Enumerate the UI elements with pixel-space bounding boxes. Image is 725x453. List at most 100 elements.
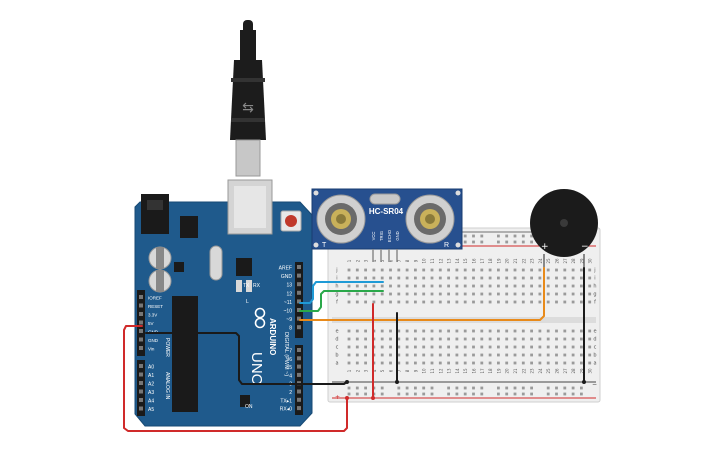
breadboard-hole[interactable] — [497, 345, 500, 349]
breadboard-hole[interactable] — [521, 329, 525, 333]
breadboard-hole[interactable] — [546, 292, 550, 296]
rail-hole[interactable] — [580, 386, 583, 390]
digital-pin[interactable] — [297, 356, 301, 361]
rail-hole[interactable] — [455, 386, 459, 390]
breadboard-hole[interactable] — [571, 268, 575, 272]
breadboard-hole[interactable] — [497, 276, 500, 280]
breadboard-hole[interactable] — [422, 268, 426, 272]
breadboard-hole[interactable] — [497, 284, 500, 288]
rail-hole[interactable] — [480, 386, 484, 390]
breadboard-hole[interactable] — [538, 345, 542, 349]
breadboard-hole[interactable] — [438, 361, 442, 365]
breadboard-hole[interactable] — [555, 361, 558, 365]
breadboard-hole[interactable] — [497, 268, 500, 272]
breadboard-hole[interactable] — [380, 300, 384, 304]
rail-hole[interactable] — [505, 234, 509, 238]
rail-hole[interactable] — [472, 234, 475, 238]
breadboard-hole[interactable] — [380, 337, 384, 341]
breadboard-hole[interactable] — [355, 292, 359, 296]
breadboard-hole[interactable] — [414, 276, 417, 280]
breadboard-hole[interactable] — [521, 284, 525, 288]
breadboard-hole[interactable] — [463, 268, 467, 272]
breadboard-hole[interactable] — [580, 276, 583, 280]
breadboard-hole[interactable] — [422, 353, 426, 357]
power-pin[interactable] — [139, 337, 143, 342]
breadboard-hole[interactable] — [405, 361, 409, 365]
breadboard-hole[interactable] — [463, 300, 467, 304]
breadboard-hole[interactable] — [422, 276, 426, 280]
rail-hole[interactable] — [521, 386, 525, 390]
breadboard-hole[interactable] — [397, 276, 401, 280]
breadboard-hole[interactable] — [355, 300, 359, 304]
breadboard-hole[interactable] — [414, 284, 417, 288]
breadboard-hole[interactable] — [588, 345, 592, 349]
breadboard-hole[interactable] — [546, 268, 550, 272]
digital-pin[interactable] — [297, 406, 301, 411]
breadboard-hole[interactable] — [546, 361, 550, 365]
rail-hole[interactable] — [480, 234, 484, 238]
rail-hole[interactable] — [571, 386, 575, 390]
breadboard-hole[interactable] — [405, 345, 409, 349]
breadboard-hole[interactable] — [538, 284, 542, 288]
breadboard-hole[interactable] — [538, 353, 542, 357]
breadboard-hole[interactable] — [472, 300, 475, 304]
breadboard-hole[interactable] — [455, 268, 459, 272]
breadboard-hole[interactable] — [588, 337, 592, 341]
breadboard-hole[interactable] — [571, 337, 575, 341]
digital-pin[interactable] — [297, 364, 301, 369]
breadboard-hole[interactable] — [447, 276, 450, 280]
breadboard-hole[interactable] — [480, 292, 484, 296]
rail-hole[interactable] — [447, 386, 450, 390]
breadboard-hole[interactable] — [505, 292, 509, 296]
rail-hole[interactable] — [422, 392, 426, 396]
breadboard-hole[interactable] — [372, 268, 376, 272]
breadboard-hole[interactable] — [355, 353, 359, 357]
breadboard-hole[interactable] — [521, 337, 525, 341]
breadboard-hole[interactable] — [355, 337, 359, 341]
rail-hole[interactable] — [530, 386, 533, 390]
breadboard-hole[interactable] — [588, 353, 592, 357]
breadboard-hole[interactable] — [405, 337, 409, 341]
breadboard-hole[interactable] — [530, 268, 533, 272]
breadboard-hole[interactable] — [347, 337, 351, 341]
breadboard-hole[interactable] — [347, 284, 351, 288]
breadboard-hole[interactable] — [555, 276, 558, 280]
breadboard-hole[interactable] — [530, 361, 533, 365]
breadboard-hole[interactable] — [580, 337, 583, 341]
breadboard-hole[interactable] — [472, 268, 475, 272]
breadboard-hole[interactable] — [389, 268, 392, 272]
breadboard-hole[interactable] — [430, 353, 434, 357]
breadboard-hole[interactable] — [513, 361, 517, 365]
breadboard-hole[interactable] — [538, 268, 542, 272]
breadboard-hole[interactable] — [422, 361, 426, 365]
breadboard-hole[interactable] — [455, 284, 459, 288]
breadboard-hole[interactable] — [430, 268, 434, 272]
breadboard-hole[interactable] — [580, 353, 583, 357]
breadboard-hole[interactable] — [430, 337, 434, 341]
breadboard-hole[interactable] — [480, 361, 484, 365]
breadboard-hole[interactable] — [364, 329, 367, 333]
breadboard-hole[interactable] — [397, 337, 401, 341]
breadboard-hole[interactable] — [530, 329, 533, 333]
breadboard-hole[interactable] — [546, 345, 550, 349]
breadboard-hole[interactable] — [555, 268, 558, 272]
breadboard-hole[interactable] — [538, 292, 542, 296]
breadboard-hole[interactable] — [538, 329, 542, 333]
rail-hole[interactable] — [455, 392, 459, 396]
breadboard-hole[interactable] — [505, 276, 509, 280]
breadboard-hole[interactable] — [513, 300, 517, 304]
breadboard-hole[interactable] — [588, 329, 592, 333]
breadboard-hole[interactable] — [488, 284, 492, 288]
breadboard-hole[interactable] — [397, 329, 401, 333]
rail-hole[interactable] — [414, 386, 417, 390]
breadboard-hole[interactable] — [405, 276, 409, 280]
breadboard-hole[interactable] — [571, 353, 575, 357]
power-pin[interactable] — [139, 303, 143, 308]
breadboard-hole[interactable] — [447, 300, 450, 304]
breadboard-hole[interactable] — [430, 345, 434, 349]
breadboard-hole[interactable] — [389, 337, 392, 341]
breadboard-hole[interactable] — [455, 300, 459, 304]
breadboard-hole[interactable] — [488, 345, 492, 349]
breadboard-hole[interactable] — [463, 337, 467, 341]
rail-hole[interactable] — [521, 234, 525, 238]
